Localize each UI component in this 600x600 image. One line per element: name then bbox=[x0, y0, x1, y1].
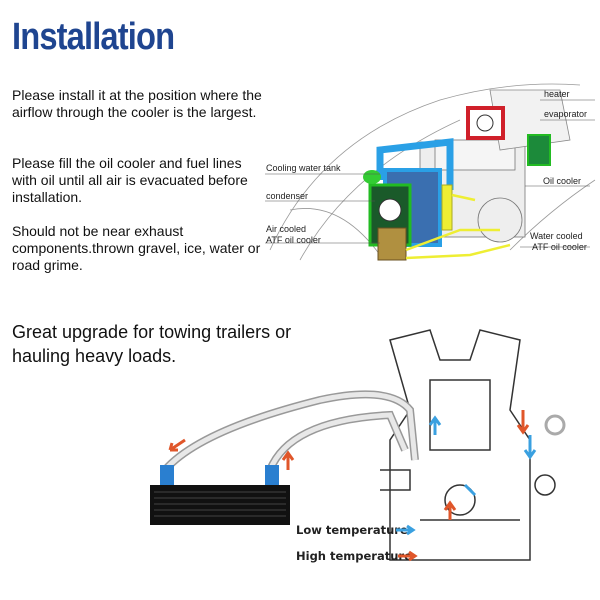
legend-low-temperature: Low temperature bbox=[296, 523, 408, 537]
instruction-position: Please install it at the position where … bbox=[12, 87, 262, 120]
page-title: Installation bbox=[12, 16, 175, 58]
label-cooling-water-tank: Cooling water tank bbox=[266, 163, 341, 173]
label-evaporator: evaporator bbox=[544, 109, 587, 119]
instruction-fill-oil: Please fill the oil cooler and fuel line… bbox=[12, 155, 248, 205]
heater-part bbox=[466, 106, 505, 140]
label-oil-cooler: Oil cooler bbox=[543, 176, 581, 186]
label-air-cooled-atf: ATF oil cooler bbox=[266, 235, 321, 245]
legend-high-arrow bbox=[398, 550, 418, 562]
label-heater: heater bbox=[544, 89, 570, 99]
tagline: Great upgrade for towing trailers or hau… bbox=[12, 322, 292, 366]
car-cooling-diagram: heater evaporator Cooling water tank Oil… bbox=[265, 83, 596, 261]
label-water-cooled-atf: ATF oil cooler bbox=[532, 242, 587, 252]
evaporator-part bbox=[527, 134, 551, 166]
label-water-cooled: Water cooled bbox=[530, 231, 583, 241]
radiator-part bbox=[383, 168, 442, 247]
air-cooled-atf-part bbox=[377, 227, 407, 261]
instruction-avoid-exhaust: Should not be near exhaust components.th… bbox=[12, 223, 261, 273]
cooling-water-tank-part bbox=[363, 170, 381, 184]
flow-arrows bbox=[168, 410, 537, 520]
legend-high-temperature: High temperature bbox=[296, 549, 412, 563]
label-air-cooled: Air cooled bbox=[266, 224, 306, 234]
oil-cooler-part bbox=[441, 184, 453, 231]
engine-oil-circuit-diagram: Low temperature High temperature bbox=[150, 329, 566, 563]
label-condenser: condenser bbox=[266, 191, 308, 201]
oil-cooler-unit bbox=[150, 485, 290, 525]
legend-low-arrow bbox=[396, 524, 416, 536]
